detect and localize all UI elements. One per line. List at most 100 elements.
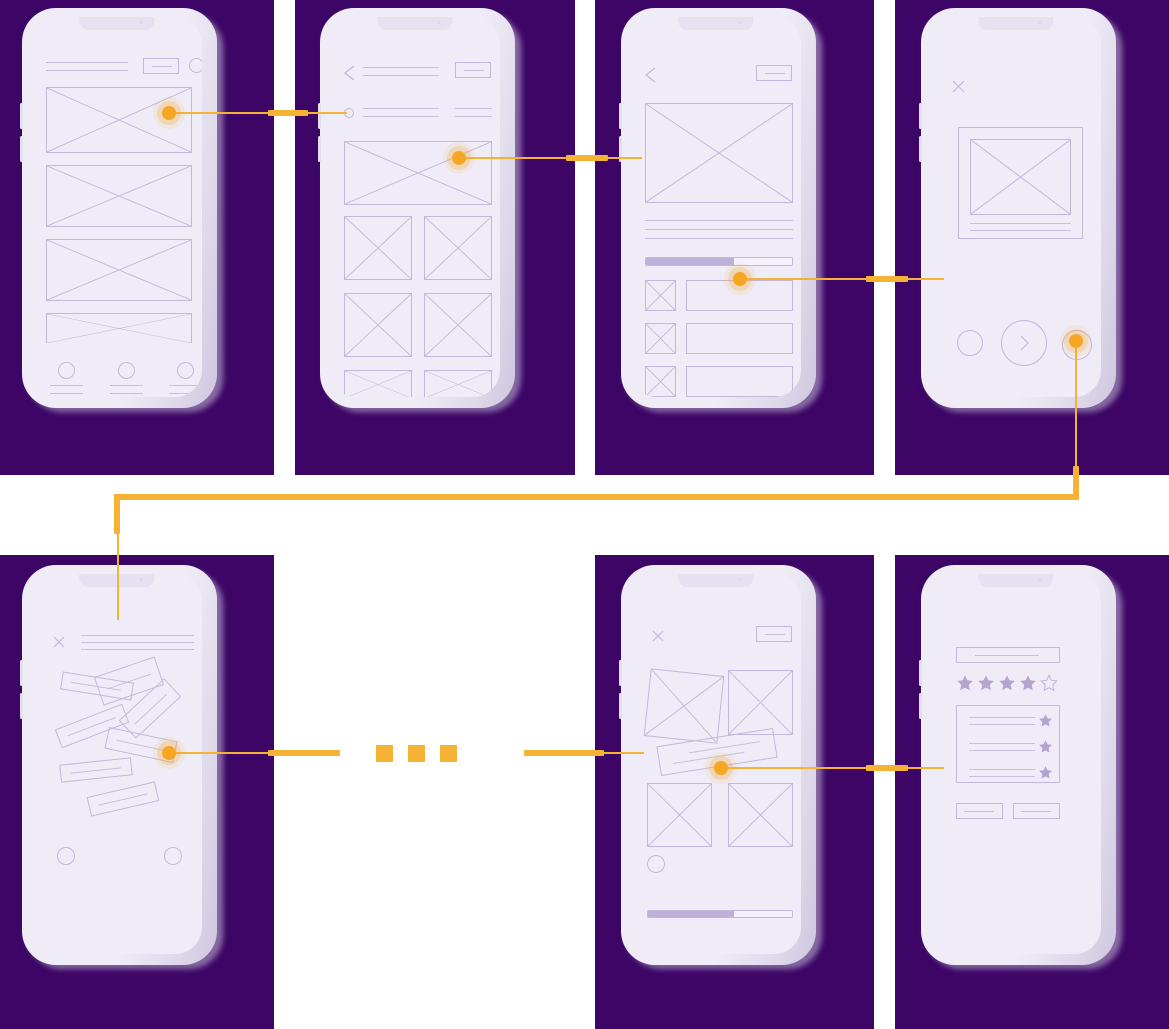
connector-2-to-3-node[interactable] [452,151,466,165]
connector-3-to-4-line [746,278,944,280]
connector-1-to-2-node[interactable] [162,106,176,120]
star-filled-1[interactable] [956,674,974,692]
device-notch [677,17,754,30]
media-card-2[interactable] [46,165,192,227]
title-line-1 [81,635,194,636]
media-image[interactable] [970,139,1071,215]
grid-tile-2[interactable] [424,216,492,280]
pill-button[interactable] [143,58,179,74]
star-filled-4[interactable] [1019,674,1037,692]
tab-icon-3 [177,362,194,379]
collage-tile-1[interactable] [643,668,725,744]
media-card-1[interactable] [46,87,192,153]
device-side-button-down [619,693,622,719]
device-screen [930,17,1101,397]
device-screen [630,17,801,397]
play-chevron-icon [1019,335,1030,351]
tag-card-6[interactable] [59,757,133,783]
connector-3-to-4-node[interactable] [733,272,747,286]
secondary-button[interactable] [956,803,1003,819]
device-notch [376,17,453,30]
tab-item-3[interactable] [168,362,202,397]
flow-ellipsis-dot-3 [440,745,457,762]
close-icon[interactable] [952,80,965,93]
timeline-bar[interactable] [647,910,793,918]
tab-label-3-a [169,385,202,386]
list-row-2-thumb [645,323,676,354]
tag-card-3-label [134,693,168,725]
review-row-3-line-2 [969,776,1035,777]
connector-5-to-6-bridge-right [524,750,604,756]
star-filled-2[interactable] [977,674,995,692]
device-side-button-up [919,103,922,129]
control-play-button[interactable] [1001,320,1047,366]
grid-tile-3[interactable] [344,293,412,357]
review-row-3[interactable] [957,763,1061,785]
grid-tile-5-partial[interactable] [344,370,412,397]
grid-tile-6-partial[interactable] [424,370,492,397]
device-side-button-down [20,693,23,719]
title-line-1 [46,62,128,63]
pill-button[interactable] [756,65,792,81]
tag-card-7[interactable] [86,781,160,817]
meta-line-2 [455,116,492,117]
review-row-3-line-1 [969,769,1035,770]
tab-item-1[interactable] [49,362,85,397]
collage-tile-4[interactable] [728,783,793,847]
collage-tile-3[interactable] [647,783,712,847]
star-rating[interactable] [956,674,1060,692]
action-button-accept[interactable] [164,847,182,865]
collage-tile-2[interactable] [728,670,793,735]
connector-5-to-6-node[interactable] [162,746,176,760]
hero-banner[interactable] [344,141,492,205]
screen-3-detail-progress[interactable] [619,8,822,412]
screen-7-rating-review[interactable] [919,565,1122,969]
tab-icon-2 [118,362,135,379]
close-icon[interactable] [53,636,65,648]
tool-button[interactable] [647,855,665,873]
media-card-partial[interactable] [46,313,192,343]
screen-1-home-feed[interactable] [20,8,223,412]
progress-bar[interactable] [645,257,793,266]
control-prev-button[interactable] [957,330,983,356]
tab-item-2[interactable] [109,362,145,397]
device-side-button-down [318,136,321,162]
meta-line-1 [455,108,492,109]
timeline-bar-fill [648,911,735,917]
back-chevron-icon[interactable] [644,67,657,83]
connector-6-to-7-node[interactable] [714,761,728,775]
review-row-2[interactable] [957,737,1061,759]
grid-tile-4[interactable] [424,293,492,357]
screen-4-media-player[interactable] [919,8,1122,412]
review-row-1[interactable] [957,711,1061,733]
grid-tile-1[interactable] [344,216,412,280]
title-field[interactable] [956,647,1060,663]
device-screen [329,17,500,397]
action-button-reject[interactable] [57,847,75,865]
pill-button[interactable] [455,62,491,78]
primary-button[interactable] [1013,803,1060,819]
connector-4-to-5-node[interactable] [1069,334,1083,348]
primary-button-label [1021,811,1051,812]
tag-card-6-label [70,767,121,774]
pill-button[interactable] [756,626,792,642]
tab-label-1-a [50,385,83,386]
device-notch [78,17,155,30]
list-row-3[interactable] [645,366,793,397]
star-empty-5[interactable] [1040,674,1058,692]
hero-image[interactable] [645,103,793,203]
screen-2-category-grid[interactable] [318,8,521,412]
pill-button-label [765,634,785,635]
media-card-3[interactable] [46,239,192,301]
avatar[interactable] [189,58,202,73]
back-chevron-icon[interactable] [343,65,356,81]
list-row-3-content [686,366,793,397]
star-filled-3[interactable] [998,674,1016,692]
screen-5-swipe-cards[interactable] [20,565,223,969]
title-line-3 [81,649,194,650]
list-row-2[interactable] [645,323,793,356]
connector-5-to-6-line-left [175,752,340,754]
list-row-1[interactable] [645,280,793,313]
control-next-button[interactable] [1062,330,1092,360]
close-icon[interactable] [652,630,664,642]
